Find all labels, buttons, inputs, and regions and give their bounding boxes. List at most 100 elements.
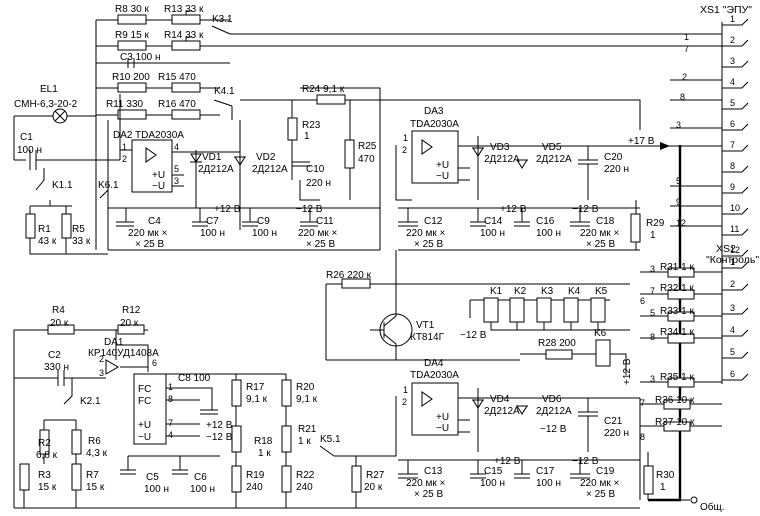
r12-resistor: [117, 324, 145, 335]
c4-ref-label: C4: [148, 216, 161, 227]
da4-pin1: 1: [403, 385, 408, 395]
r5-value-label: 33 к: [72, 236, 91, 247]
da2-label: DA2 TDA2030A: [113, 130, 184, 141]
r18-resistor: [231, 425, 242, 453]
ladder-pin8: 8: [650, 332, 655, 342]
r10-label: R10 200: [112, 72, 150, 83]
relay-coil: [483, 297, 499, 323]
r1-resistor: [25, 213, 36, 239]
r21-resistor: [281, 425, 292, 453]
r4-resistor: [47, 324, 75, 335]
xs1-pin-number: 8: [730, 161, 735, 171]
c18-value-label: 220 мк ×: [580, 228, 619, 239]
r23-value-label: 1: [304, 131, 310, 142]
r26-label: R26 220 к: [326, 270, 372, 281]
k31-label: K3.1: [212, 14, 233, 25]
r29-resistor: [630, 213, 641, 243]
xs1-pin-line: [722, 18, 749, 26]
r23-ref-label: R23: [302, 120, 321, 131]
r19-resistor: [231, 465, 242, 493]
c6-value-label: 100 н: [190, 484, 215, 495]
c5-value-label: 100 н: [144, 484, 169, 495]
r6-ref-label: R6: [88, 436, 101, 447]
c13-value-label: 220 мк ×: [406, 478, 445, 489]
k41-label: K4.1: [214, 86, 235, 97]
r6-resistor: [71, 429, 82, 455]
xs2-pin-number: 5: [730, 347, 735, 357]
r1-value-label: 43 к: [38, 236, 57, 247]
r8-label: R8 30 к: [115, 4, 149, 15]
xs2-title: XS2: [716, 243, 736, 255]
c21-value-label: 220 н: [604, 428, 629, 439]
da1-u-minus: −U: [138, 432, 151, 443]
xs1-pin-line: [722, 39, 749, 47]
el1-ref-label: EL1: [40, 84, 58, 95]
bus-pin5: 5: [676, 176, 681, 186]
r20-resistor: [281, 379, 292, 407]
r24-label: R24 9,1 к: [302, 84, 345, 95]
r14-resistor: [171, 40, 201, 51]
da4-type-label: TDA2030A: [410, 370, 459, 381]
r7-value-label: 15 к: [86, 482, 105, 493]
da2-pin2: 2: [122, 154, 127, 164]
r31-label: R31 1 к: [660, 262, 694, 273]
c9-value-label: 100 н: [252, 228, 277, 239]
da3-ref-label: DA3: [424, 106, 444, 117]
vt1-transistor: [379, 313, 413, 347]
xs1-pin-number: 7: [730, 140, 735, 150]
minus12-rail2: −12 В: [572, 204, 599, 215]
da3-u-minus: −U: [436, 171, 449, 182]
c17-value-label: 100 н: [536, 478, 561, 489]
vt1-type-label: КТ814Г: [410, 332, 445, 343]
r5-resistor: [61, 213, 72, 239]
k3-label: K3: [541, 286, 554, 297]
xs1-pin-line: [722, 102, 749, 110]
xs1-pin-number: 4: [730, 77, 735, 87]
da1-u-plus: +U: [138, 420, 151, 431]
vd3-ref-label: VD3: [490, 142, 510, 153]
vd3-type-label: 2Д212A: [484, 154, 520, 165]
ground-terminal: [690, 496, 698, 504]
c1-ref-label: C1: [20, 132, 33, 143]
da1-fc1: FC: [138, 384, 151, 395]
relay-driver: R26 220 к VT1 КТ814Г −12 В K1 K2 K3 K4 K…: [325, 250, 633, 385]
xs2-pin-number: 3: [730, 303, 735, 313]
da1-pin8: 8: [168, 394, 173, 404]
da3-chip: [411, 130, 459, 184]
c5-ref-label: C5: [146, 472, 159, 483]
relay-lead: [516, 322, 630, 331]
da2-pin5: 5: [174, 164, 179, 174]
c16-ref-label: C16: [536, 216, 555, 227]
bus-pin9: 9: [676, 197, 681, 207]
r34-label: R34 1 к: [660, 327, 694, 338]
r36-label: R36 10 к: [655, 395, 695, 406]
relay-lead: [490, 322, 630, 331]
xs1-pin-line: [722, 207, 749, 215]
c12-volt-label: × 25 В: [414, 239, 444, 250]
ladder-pin7: 7: [650, 286, 655, 296]
c12-ref-label: C12: [424, 216, 443, 227]
r4-ref-label: R4: [52, 305, 65, 316]
k6-label: K6: [594, 328, 607, 339]
r28-label: R28 200: [538, 338, 576, 349]
da1-pin2: 2: [99, 354, 104, 364]
r30-value-label: 1: [660, 482, 666, 493]
k6-relay-coil: [595, 339, 611, 367]
da1-pin3: 3: [99, 368, 104, 378]
c15-ref-label: C15: [484, 466, 503, 477]
ladder-pin8b: 8: [640, 432, 645, 442]
da2-pin1: 1: [122, 142, 127, 152]
r21-value-label: 1 к: [298, 436, 311, 447]
da2-u-plus: +U: [152, 170, 165, 181]
c8-label: C8 100: [178, 373, 211, 384]
c4-value-label: 220 мк ×: [128, 228, 167, 239]
r8-resistor: [117, 14, 147, 25]
da3-pin2: 2: [402, 145, 407, 155]
r22-value-label: 240: [296, 482, 313, 493]
vd6-ref-label: VD6: [542, 394, 562, 405]
control-resistor-ladder: R31 1 к R32 1 к R33 1 к R34 1 к R35 1 к …: [640, 32, 722, 442]
r3-ref-label: R3: [38, 470, 51, 481]
